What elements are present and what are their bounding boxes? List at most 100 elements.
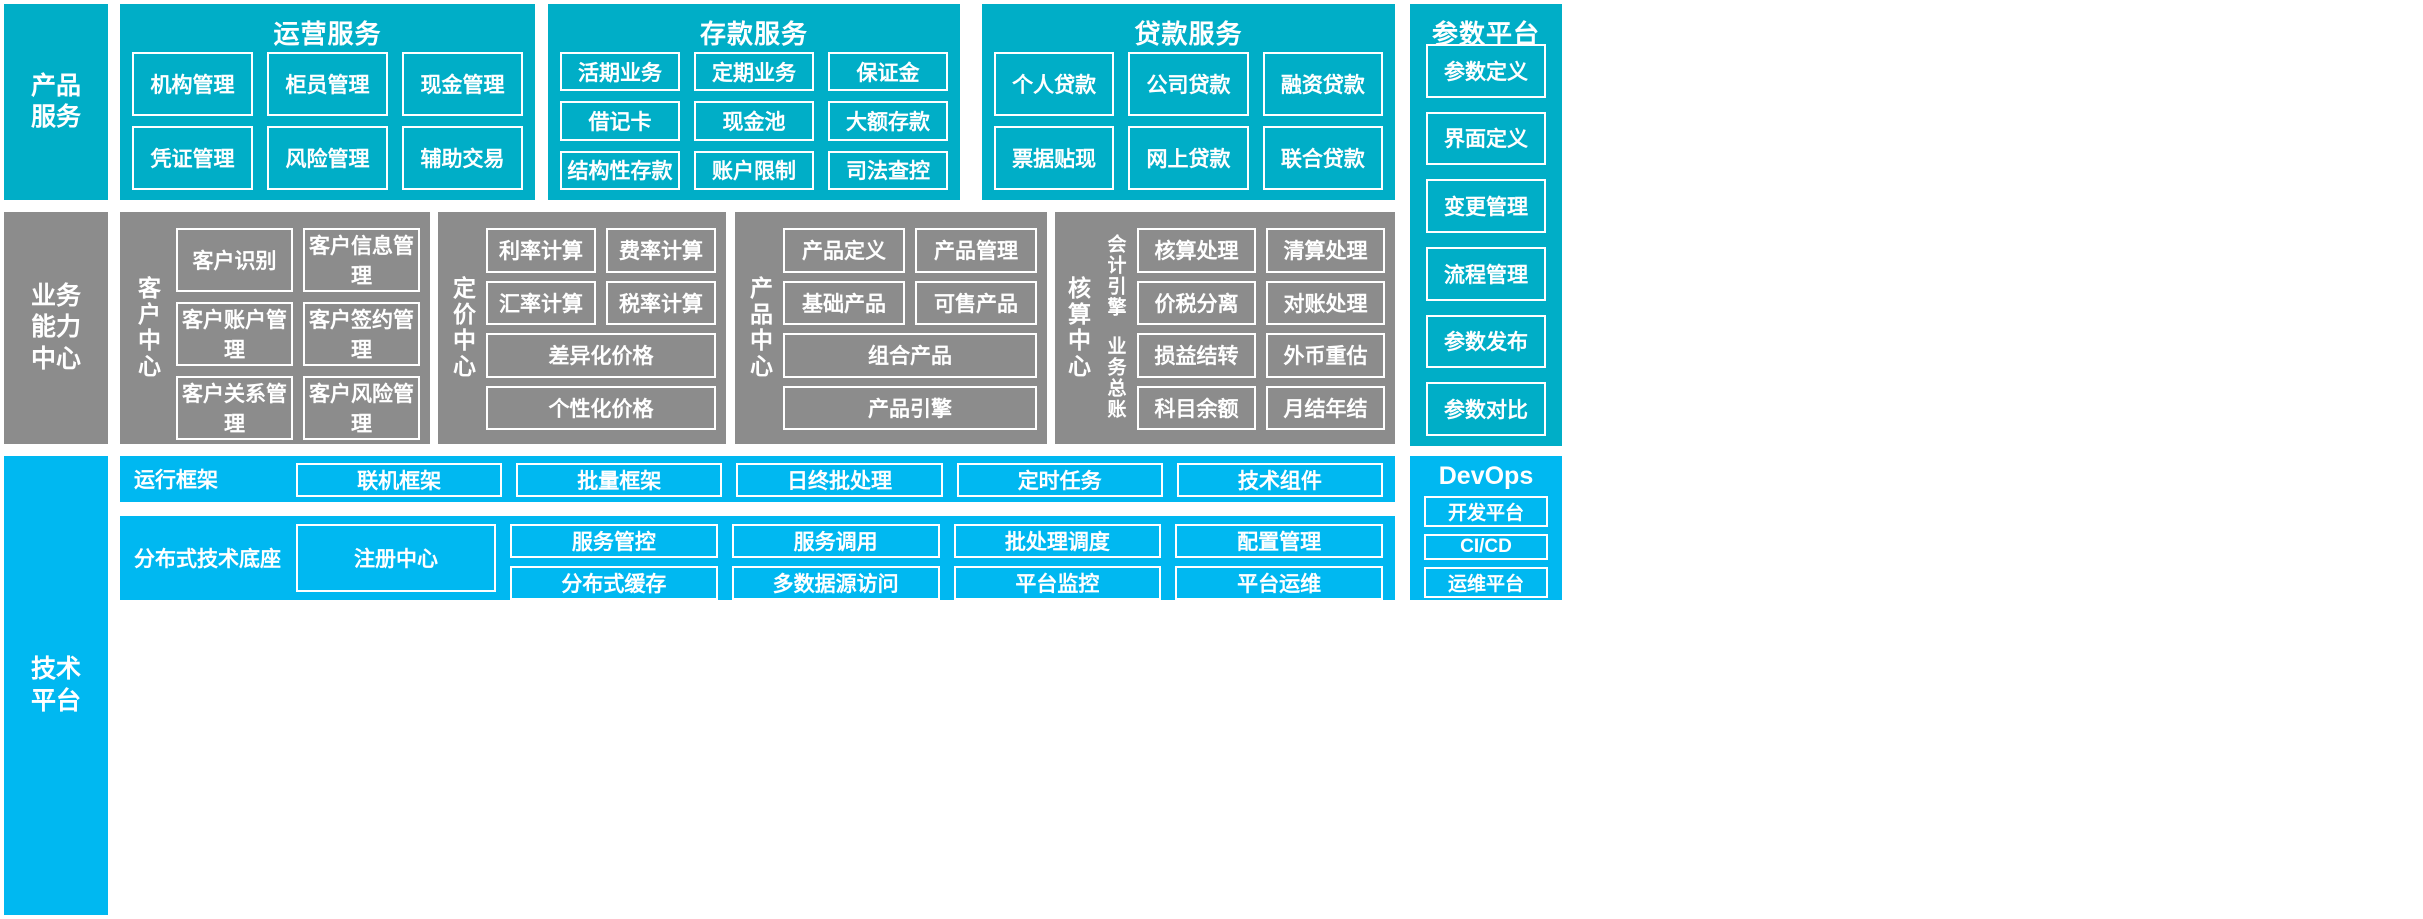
service-item[interactable]: 账户限制 (694, 150, 814, 190)
layer-label-business-capability: 业务能力中心 (4, 212, 108, 444)
group-runtime-framework: 运行框架 联机框架 批量框架 日终批处理 定时任务 技术组件 (120, 456, 1395, 502)
tech-item[interactable]: 批量框架 (516, 463, 723, 497)
service-item[interactable]: 柜员管理 (267, 52, 388, 116)
service-item[interactable]: 大额存款 (828, 101, 948, 141)
devops-item[interactable]: 开发平台 (1424, 496, 1548, 527)
tech-item[interactable]: 配置管理 (1175, 524, 1383, 558)
tech-item[interactable]: 平台监控 (953, 566, 1162, 600)
param-item[interactable]: 参数对比 (1426, 382, 1546, 436)
capability-item[interactable]: 税率计算 (606, 280, 716, 325)
capability-item[interactable]: 清算处理 (1266, 228, 1385, 273)
layer-label-technology-platform: 技术平台 (4, 456, 108, 915)
service-item[interactable]: 现金管理 (402, 52, 523, 116)
capability-item[interactable]: 损益结转 (1137, 333, 1256, 378)
deposit-service-grid: 活期业务 定期业务 保证金 借记卡 现金池 大额存款 结构性存款 账户限制 司法… (560, 52, 948, 190)
capability-item[interactable]: 客户风险管理 (303, 376, 420, 440)
tech-item[interactable]: 日终批处理 (736, 463, 943, 497)
center-customer: 客户中心 客户识别 客户信息管理 客户账户管理 客户签约管理 客户关系管理 客户… (120, 212, 430, 444)
capability-item[interactable]: 汇率计算 (486, 280, 596, 325)
capability-item[interactable]: 客户签约管理 (303, 302, 420, 366)
sub-label-accounting-engine: 会计引擎 (1104, 234, 1126, 318)
capability-item[interactable]: 客户账户管理 (176, 302, 293, 366)
service-item[interactable]: 结构性存款 (560, 150, 680, 190)
capability-item[interactable]: 产品管理 (915, 228, 1037, 273)
capability-item[interactable]: 组合产品 (783, 333, 1037, 378)
layer-label-product-services: 产品服务 (4, 4, 108, 200)
capability-item[interactable]: 费率计算 (606, 228, 716, 273)
service-item[interactable]: 现金池 (694, 101, 814, 141)
param-item[interactable]: 界面定义 (1426, 111, 1546, 166)
param-item[interactable]: 流程管理 (1426, 247, 1546, 301)
center-pricing: 定价中心 利率计算 费率计算 汇率计算 税率计算 差异化价格 个性化价格 (438, 212, 726, 444)
capability-item[interactable]: 客户关系管理 (176, 376, 293, 440)
parameter-platform-list: 参数定义 界面定义 变更管理 流程管理 参数发布 参数对比 (1426, 44, 1546, 436)
devops-list: 开发平台 CI/CD 运维平台 (1424, 496, 1548, 598)
tech-item[interactable]: 平台运维 (1175, 566, 1383, 600)
service-item[interactable]: 司法查控 (828, 150, 948, 190)
pricing-center-grid: 利率计算 费率计算 汇率计算 税率计算 差异化价格 个性化价格 (486, 228, 716, 430)
service-item[interactable]: 活期业务 (560, 52, 680, 92)
service-item[interactable]: 机构管理 (132, 52, 253, 116)
group-loan-services: 贷款服务 个人贷款 公司贷款 融资贷款 票据贴现 网上贷款 联合贷款 (982, 4, 1395, 200)
tech-item[interactable]: 联机框架 (296, 463, 503, 497)
service-item[interactable]: 个人贷款 (994, 52, 1115, 116)
service-item[interactable]: 凭证管理 (132, 126, 253, 190)
capability-item[interactable]: 客户识别 (176, 228, 293, 292)
devops-item[interactable]: 运维平台 (1424, 567, 1548, 598)
tech-item[interactable]: 服务管控 (510, 524, 718, 558)
capability-item[interactable]: 差异化价格 (486, 333, 716, 378)
operations-service-grid: 机构管理 柜员管理 现金管理 凭证管理 风险管理 辅助交易 (132, 52, 523, 190)
tech-item[interactable]: 多数据源访问 (731, 566, 940, 600)
tech-item[interactable]: 批处理调度 (953, 524, 1162, 558)
service-item[interactable]: 借记卡 (560, 101, 680, 141)
capability-item[interactable]: 月结年结 (1266, 385, 1385, 430)
group-title-deposit: 存款服务 (699, 19, 808, 49)
service-item[interactable]: 票据贴现 (994, 126, 1115, 190)
distributed-base-title: 分布式技术底座 (134, 548, 281, 571)
group-deposit-services: 存款服务 活期业务 定期业务 保证金 借记卡 现金池 大额存款 结构性存款 账户… (548, 4, 960, 200)
service-item[interactable]: 联合贷款 (1262, 126, 1383, 190)
capability-item[interactable]: 核算处理 (1137, 228, 1256, 273)
capability-item[interactable]: 价税分离 (1137, 280, 1256, 325)
capability-item[interactable]: 利率计算 (486, 228, 596, 273)
service-item[interactable]: 融资贷款 (1262, 52, 1383, 116)
param-item[interactable]: 变更管理 (1426, 179, 1546, 233)
capability-item[interactable]: 科目余额 (1137, 385, 1256, 430)
group-title-operations: 运营服务 (273, 19, 382, 49)
devops-title: DevOps (1438, 462, 1534, 490)
capability-item[interactable]: 外币重估 (1266, 333, 1385, 378)
service-item[interactable]: 风险管理 (267, 126, 388, 190)
service-item[interactable]: 定期业务 (694, 52, 814, 92)
capability-item[interactable]: 对账处理 (1266, 280, 1385, 325)
service-item[interactable]: 辅助交易 (402, 126, 523, 190)
tech-item[interactable]: 分布式缓存 (510, 566, 718, 600)
devops-item[interactable]: CI/CD (1424, 534, 1548, 560)
distributed-base-body: 注册中心 服务管控 服务调用 批处理调度 配置管理 分布式缓存 多数据源访问 平… (296, 524, 1383, 600)
capability-item[interactable]: 个性化价格 (486, 385, 716, 430)
runtime-framework-title: 运行框架 (134, 469, 218, 492)
capability-item[interactable]: 产品定义 (783, 228, 905, 273)
loan-service-grid: 个人贷款 公司贷款 融资贷款 票据贴现 网上贷款 联合贷款 (994, 52, 1383, 190)
param-item[interactable]: 参数定义 (1426, 44, 1546, 98)
sub-label-business-ledger: 业务总账 (1104, 336, 1126, 420)
group-distributed-base: 分布式技术底座 注册中心 服务管控 服务调用 批处理调度 配置管理 分布式缓存 … (120, 516, 1395, 600)
group-devops: DevOps 开发平台 CI/CD 运维平台 (1410, 456, 1562, 600)
capability-item[interactable]: 基础产品 (783, 280, 905, 325)
group-operations-services: 运营服务 机构管理 柜员管理 现金管理 凭证管理 风险管理 辅助交易 (120, 4, 535, 200)
service-item[interactable]: 公司贷款 (1128, 52, 1249, 116)
center-product: 产品中心 产品定义 产品管理 基础产品 可售产品 组合产品 产品引擎 (735, 212, 1047, 444)
group-parameter-platform: 参数平台 参数定义 界面定义 变更管理 流程管理 参数发布 参数对比 (1410, 4, 1562, 446)
distributed-base-cells: 服务管控 服务调用 批处理调度 配置管理 分布式缓存 多数据源访问 平台监控 平… (510, 524, 1383, 600)
service-item[interactable]: 网上贷款 (1128, 126, 1249, 190)
capability-item[interactable]: 产品引擎 (783, 385, 1037, 430)
tech-item[interactable]: 定时任务 (956, 463, 1163, 497)
service-item[interactable]: 保证金 (828, 52, 948, 92)
capability-item[interactable]: 可售产品 (915, 280, 1037, 325)
param-item[interactable]: 参数发布 (1426, 314, 1546, 369)
tech-item[interactable]: 技术组件 (1176, 463, 1383, 497)
tech-item-registry[interactable]: 注册中心 (296, 524, 496, 592)
capability-item[interactable]: 客户信息管理 (303, 228, 420, 292)
center-label-accounting: 核算中心 (1064, 276, 1091, 380)
tech-item[interactable]: 服务调用 (731, 524, 940, 558)
